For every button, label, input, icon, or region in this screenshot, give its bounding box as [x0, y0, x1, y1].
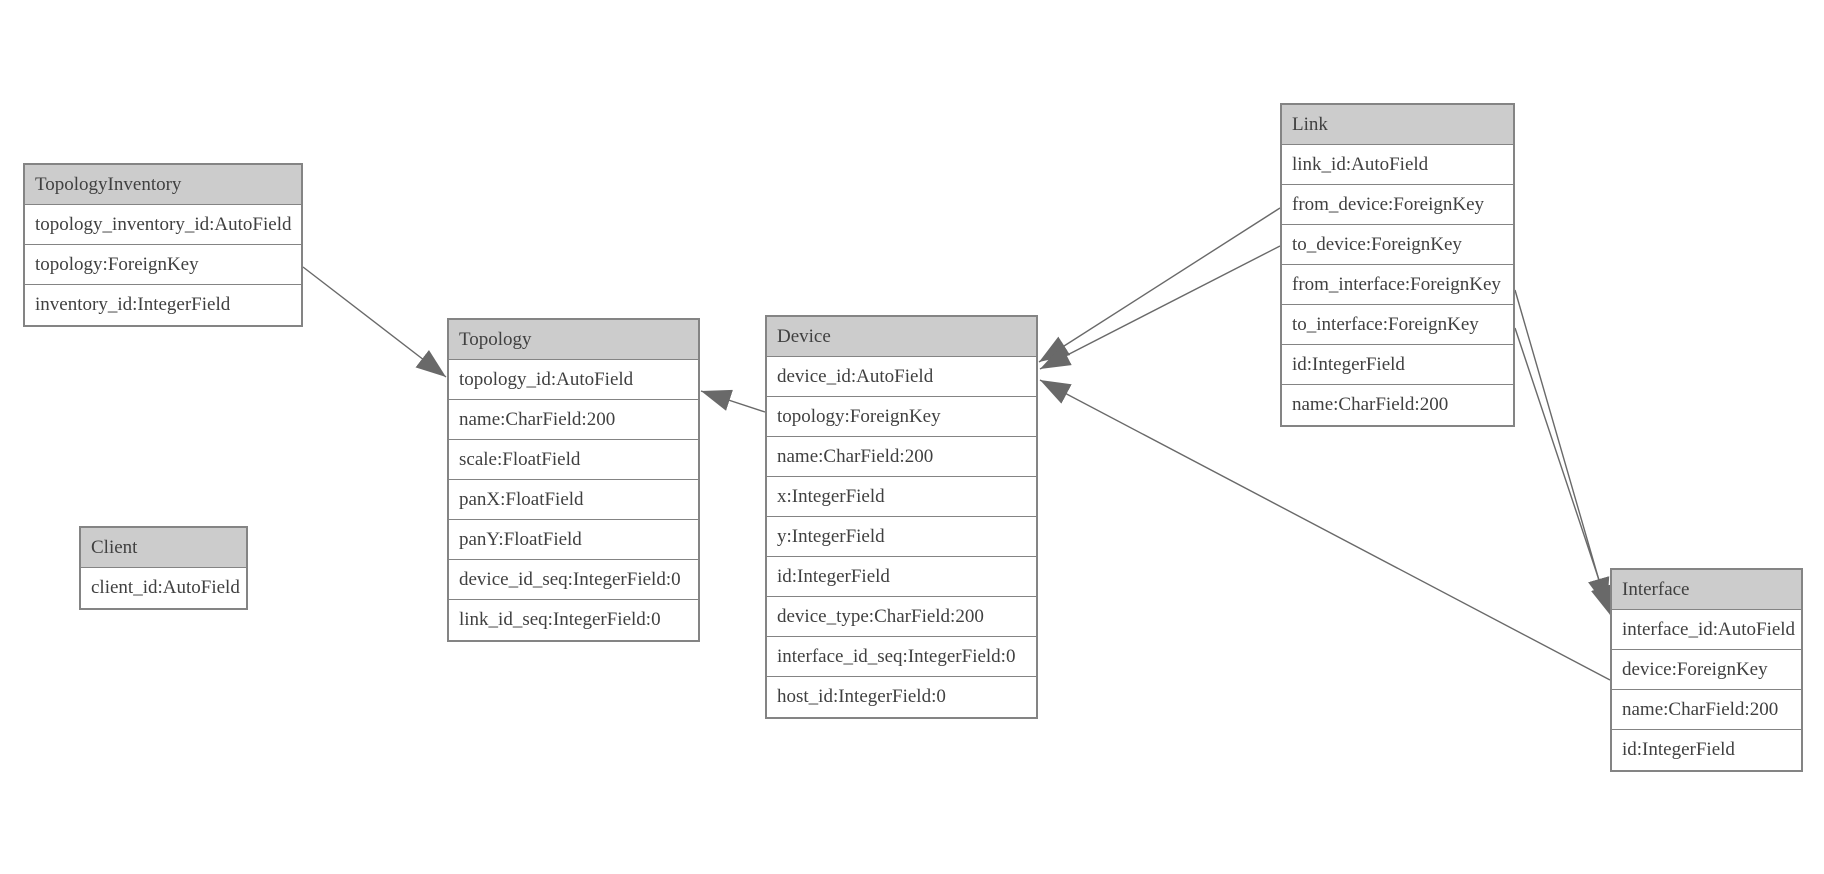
field-row: topology_inventory_id:AutoField [25, 205, 301, 245]
field-row: name:CharField:200 [449, 400, 698, 440]
field-row: inventory_id:IntegerField [25, 285, 301, 325]
field-row: link_id_seq:IntegerField:0 [449, 600, 698, 640]
entity-client-title: Client [81, 528, 246, 568]
entity-interface-title: Interface [1612, 570, 1801, 610]
field-row: id:IntegerField [767, 557, 1036, 597]
field-row: topology:ForeignKey [767, 397, 1036, 437]
field-row: interface_id_seq:IntegerField:0 [767, 637, 1036, 677]
field-row: panY:FloatField [449, 520, 698, 560]
edge-link-fromdevice-device [1038, 207, 1281, 363]
field-row: topology:ForeignKey [25, 245, 301, 285]
field-row: y:IntegerField [767, 517, 1036, 557]
field-row: name:CharField:200 [1282, 385, 1513, 425]
edge-link-frominterface-interface [1514, 289, 1610, 609]
field-row: to_device:ForeignKey [1282, 225, 1513, 265]
field-row: name:CharField:200 [767, 437, 1036, 477]
edge-topologyinventory-topology [302, 266, 447, 378]
field-row: link_id:AutoField [1282, 145, 1513, 185]
field-row: id:IntegerField [1282, 345, 1513, 385]
field-row: host_id:IntegerField:0 [767, 677, 1036, 717]
entity-topologyinventory-title: TopologyInventory [25, 165, 301, 205]
entity-client: Client client_id:AutoField [79, 526, 248, 610]
edge-link-tointerface-interface [1514, 327, 1612, 617]
field-row: name:CharField:200 [1612, 690, 1801, 730]
edge-device-topology [700, 389, 766, 413]
field-row: from_interface:ForeignKey [1282, 265, 1513, 305]
field-row: device_type:CharField:200 [767, 597, 1036, 637]
field-row: to_interface:ForeignKey [1282, 305, 1513, 345]
field-row: interface_id:AutoField [1612, 610, 1801, 650]
field-row: x:IntegerField [767, 477, 1036, 517]
entity-topologyinventory: TopologyInventory topology_inventory_id:… [23, 163, 303, 327]
field-row: device_id:AutoField [767, 357, 1036, 397]
field-row: scale:FloatField [449, 440, 698, 480]
field-row: device:ForeignKey [1612, 650, 1801, 690]
field-row: panX:FloatField [449, 480, 698, 520]
field-row: from_device:ForeignKey [1282, 185, 1513, 225]
field-row: topology_id:AutoField [449, 360, 698, 400]
edge-link-todevice-device [1039, 245, 1281, 370]
entity-topology-title: Topology [449, 320, 698, 360]
entity-client-fields: client_id:AutoField [81, 568, 246, 608]
field-row: id:IntegerField [1612, 730, 1801, 770]
entity-device-title: Device [767, 317, 1036, 357]
field-row: device_id_seq:IntegerField:0 [449, 560, 698, 600]
field-row: client_id:AutoField [81, 568, 246, 608]
entity-link-title: Link [1282, 105, 1513, 145]
